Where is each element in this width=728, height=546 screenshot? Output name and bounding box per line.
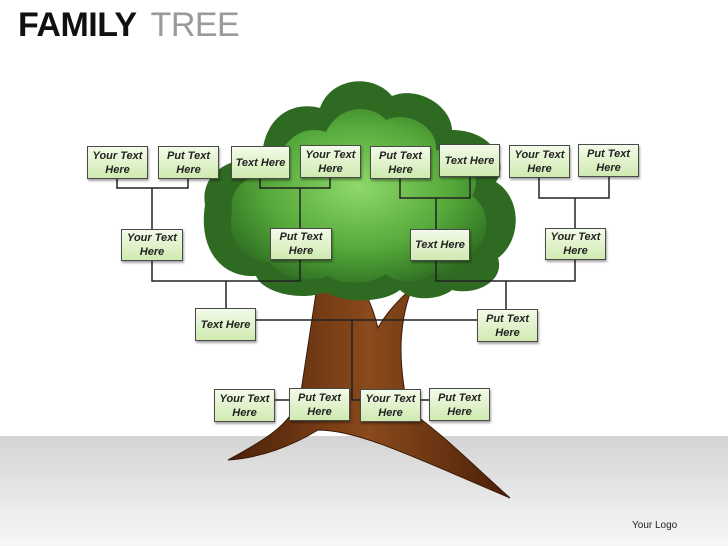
- logo-text: Your Logo: [632, 520, 678, 531]
- tree-node: Text Here: [439, 144, 500, 177]
- title-family: FAMILY: [18, 6, 137, 44]
- tree-node: Put Text Here: [370, 146, 431, 179]
- tree-node: Text Here: [231, 146, 290, 179]
- tree-node: Put Text Here: [158, 146, 219, 179]
- tree-node: Your Text Here: [87, 146, 148, 179]
- slide-title: FAMILY TREE: [18, 6, 240, 45]
- tree-node: Put Text Here: [477, 309, 538, 342]
- tree-node: Text Here: [195, 308, 256, 341]
- tree-node: Put Text Here: [289, 388, 350, 421]
- tree-node: Your Text Here: [509, 145, 570, 178]
- tree-node: Your Text Here: [545, 228, 606, 260]
- tree-node: Your Text Here: [360, 389, 421, 422]
- tree-node: Your Text Here: [214, 389, 275, 422]
- title-tree: TREE: [150, 6, 240, 44]
- tree-node: Text Here: [410, 229, 470, 261]
- tree-node: Your Text Here: [121, 229, 183, 261]
- tree-node: Your Text Here: [300, 145, 361, 178]
- tree-node: Put Text Here: [270, 228, 332, 260]
- floor: [0, 436, 728, 546]
- connector-lines: [116, 177, 610, 401]
- tree-foliage: [203, 81, 516, 301]
- tree-node: Put Text Here: [578, 144, 639, 177]
- tree-node: Put Text Here: [429, 388, 490, 421]
